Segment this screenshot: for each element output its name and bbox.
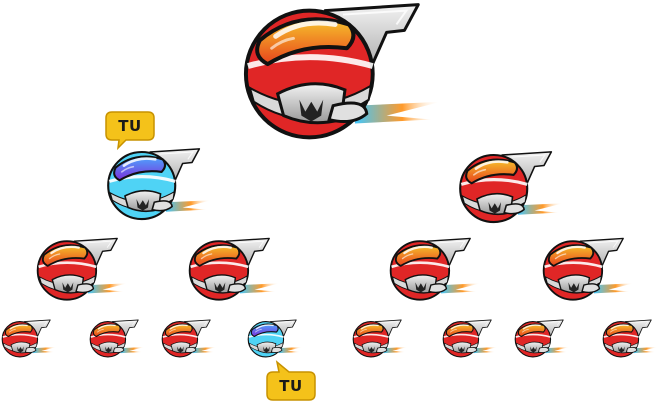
round8-helmet-3	[160, 317, 218, 361]
round8-helmet-6	[441, 317, 499, 361]
quarterfinal-helmet-4	[540, 234, 636, 306]
speech-bubble-icon	[266, 360, 316, 401]
player-badge-semifinal: TU	[105, 111, 155, 151]
round8-helmet-1	[0, 317, 58, 361]
player-badge-round8: TU	[266, 360, 316, 401]
player-helmet-icon	[247, 319, 303, 358]
quarterfinal-helmet-1	[34, 234, 130, 306]
player-badge-label: TU	[118, 117, 142, 135]
player-badge-label: TU	[279, 377, 303, 395]
opponent-helmet-icon	[161, 319, 217, 358]
round8-helmet-5	[351, 317, 409, 361]
opponent-helmet-icon	[389, 237, 481, 301]
round8-helmet-7	[513, 317, 571, 361]
opponent-helmet-icon	[1, 319, 57, 358]
round8-helmet-8	[601, 317, 659, 361]
opponent-helmet-icon	[514, 319, 570, 358]
round8-helmet-4	[246, 317, 304, 361]
player-helmet-icon	[107, 148, 212, 221]
opponent-helmet-icon	[442, 319, 498, 358]
quarterfinal-helmet-2	[186, 234, 282, 306]
opponent-helmet-icon	[188, 237, 280, 301]
opponent-helmet-icon	[89, 319, 145, 358]
round8-helmet-2	[88, 317, 146, 361]
opponent-helmet-icon	[352, 319, 408, 358]
semifinal-helmet-1	[104, 145, 214, 225]
opponent-helmet-icon	[36, 237, 128, 301]
speech-bubble-icon	[105, 111, 155, 151]
opponent-helmet-icon	[243, 3, 442, 140]
quarterfinal-helmet-3	[387, 234, 483, 306]
semifinal-helmet-2	[456, 149, 566, 227]
opponent-helmet-icon	[542, 237, 634, 301]
champion-helmet	[238, 2, 446, 144]
opponent-helmet-icon	[602, 319, 658, 358]
opponent-helmet-icon	[459, 151, 564, 224]
